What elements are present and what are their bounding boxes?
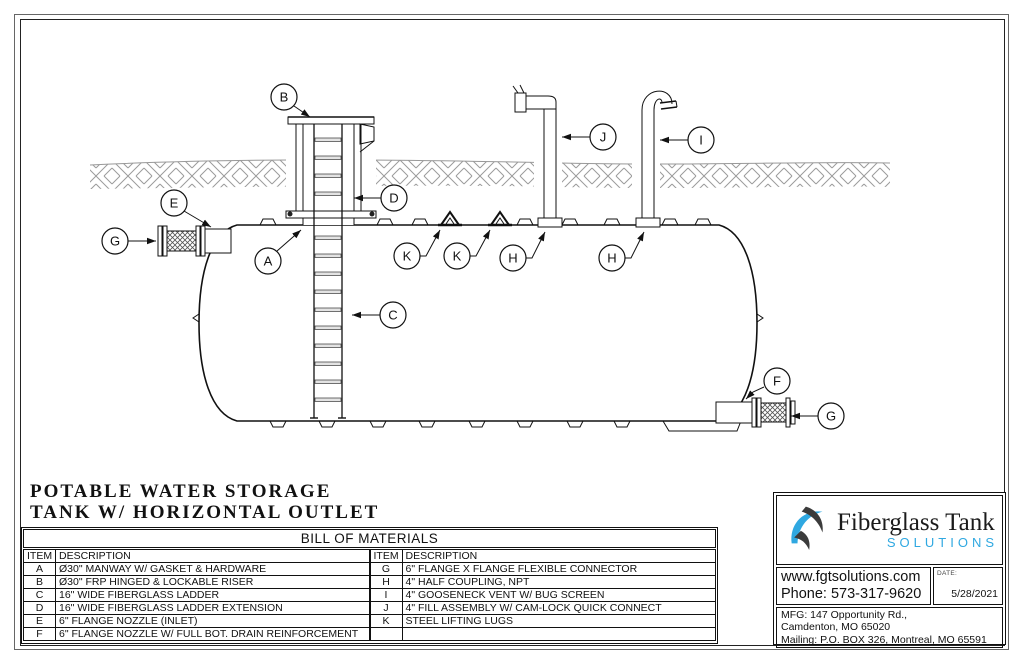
outlet-nozzle (715, 401, 753, 424)
title-block: Fiberglass Tank SOLUTIONS www.fgtsolutio… (773, 492, 1006, 648)
mfg-address-line1: MFG: 147 Opportunity Rd., (781, 609, 908, 621)
contact-cell: www.fgtsolutions.com Phone: 573-317-9620 (776, 567, 931, 605)
dome-nub-right (756, 313, 764, 323)
outlet-assembly (662, 397, 796, 432)
svg-text:B: B (280, 90, 289, 105)
sheet-border-outer (14, 14, 1009, 650)
fill-pipe (512, 84, 563, 228)
bom-header-row: ITEM DESCRIPTION (369, 549, 716, 563)
mfg-address-line2: Camdenton, MO 65020 (781, 621, 891, 634)
bom-col-item: ITEM (369, 549, 403, 563)
callout-balloon-i: I (687, 126, 715, 154)
callout-balloon-k2: K (443, 242, 471, 270)
inlet-assembly (157, 225, 232, 257)
svg-text:C: C (388, 308, 397, 323)
tank-rib-bumps-top (259, 218, 712, 226)
callout-balloon-a: A (254, 247, 282, 275)
bom-title: BILL OF MATERIALS (23, 529, 716, 548)
callout-balloon-j: J (589, 123, 617, 151)
inlet-nozzle (204, 228, 232, 254)
page-title-line2: TANK W/ HORIZONTAL OUTLET (30, 502, 380, 523)
bom-col-item: ITEM (23, 549, 56, 563)
svg-text:A: A (264, 254, 273, 269)
callout-balloon-f: F (763, 367, 791, 395)
date-label: DATE: (937, 570, 958, 577)
mailing-address: Mailing: P.O. BOX 326, Montreal, MO 6559… (781, 633, 987, 646)
flex-connector-inlet (166, 230, 197, 252)
svg-text:E: E (170, 196, 179, 211)
company-logo-icon (791, 506, 823, 550)
bom-col-description: DESCRIPTION (401, 549, 716, 563)
page-title: POTABLE WATER STORAGE TANK W/ HORIZONTAL… (30, 481, 379, 523)
svg-text:H: H (607, 251, 616, 266)
callout-balloon-e: E (160, 189, 188, 217)
fiberglass-ladder (310, 124, 346, 419)
dome-nub-left (192, 313, 200, 323)
company-logo: Fiberglass Tank SOLUTIONS (776, 495, 1003, 565)
svg-text:D: D (389, 191, 398, 206)
ground-hatch-band (89, 151, 891, 195)
svg-text:I: I (699, 133, 703, 148)
bom-row (369, 627, 716, 641)
date-cell: DATE: 5/28/2021 (933, 567, 1003, 605)
sheet-border-inner (20, 19, 1005, 646)
page-title-line1: POTABLE WATER STORAGE (30, 481, 332, 502)
half-coupling-fill (537, 217, 563, 228)
svg-text:G: G (110, 234, 120, 249)
svg-text:H: H (508, 251, 517, 266)
flex-connector-outlet (760, 402, 787, 423)
callout-balloon-g-outlet: G (817, 402, 845, 430)
company-tagline: SOLUTIONS (886, 535, 998, 550)
bom-col-description: DESCRIPTION (55, 549, 370, 563)
gooseneck-vent (635, 90, 678, 228)
holddown-pad (662, 420, 742, 432)
lifting-lug (438, 210, 512, 227)
callout-balloon-c: C (379, 301, 407, 329)
callout-leaders (128, 105, 818, 420)
manway-riser (285, 116, 377, 225)
website-text: www.fgtsolutions.com (781, 569, 921, 585)
svg-text:F: F (773, 374, 781, 389)
half-coupling-vent (635, 217, 661, 228)
callout-balloon-h2: H (598, 244, 626, 272)
svg-text:K: K (453, 249, 462, 264)
callout-balloon-g-inlet: G (101, 227, 129, 255)
phone-text: Phone: 573-317-9620 (781, 586, 922, 602)
svg-text:G: G (826, 409, 836, 424)
bom-header-row: ITEM DESCRIPTION (23, 549, 370, 563)
date-value: 5/28/2021 (951, 588, 998, 600)
callout-balloon-b: B (270, 83, 298, 111)
callout-balloon-h1: H (499, 244, 527, 272)
address-cell: MFG: 147 Opportunity Rd., Camdenton, MO … (776, 607, 1003, 648)
callout-balloon-k1: K (393, 242, 421, 270)
svg-text:J: J (600, 130, 607, 145)
callout-balloons: B D E G A C K K H H J I F G (101, 83, 845, 430)
company-name: Fiberglass Tank (837, 509, 995, 536)
tank-rib-bumps-bottom (269, 420, 631, 428)
callout-balloon-d: D (380, 184, 408, 212)
svg-text:K: K (403, 249, 412, 264)
